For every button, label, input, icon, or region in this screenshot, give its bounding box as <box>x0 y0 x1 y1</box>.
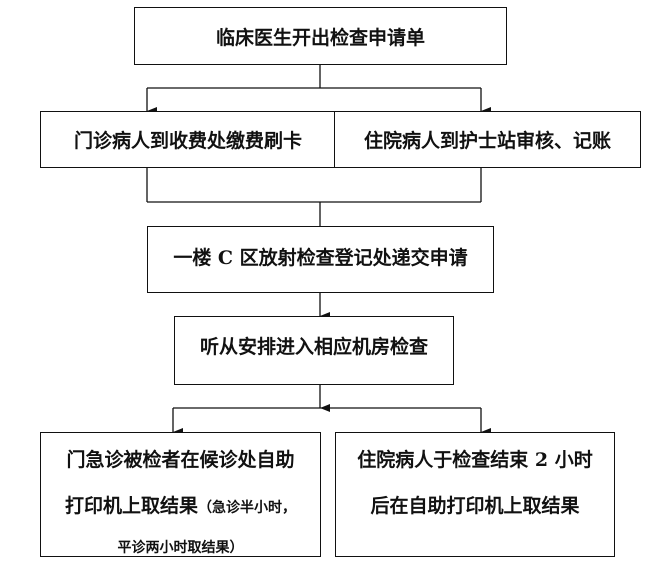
node-inpatient-nurse-label: 住院病人到护士站审核、记账 <box>363 130 611 152</box>
node-start-label: 临床医生开出检查申请单 <box>215 26 425 49</box>
node-inpatient-nurse: 住院病人到护士站审核、记账 <box>334 111 641 168</box>
outpatient-result-note1: （急诊半小时， <box>198 500 296 516</box>
node-submit: 一楼 C 区放射检查登记处递交申请 <box>147 226 494 293</box>
node-outpatient-pay: 门诊病人到收费处缴费刷卡 <box>40 111 336 168</box>
outpatient-result-line2: 打印机上取结果 <box>64 495 198 517</box>
node-inpatient-result: 住院病人于检查结束 2 小时 后在自助打印机上取结果 <box>335 432 615 557</box>
outpatient-result-line1: 门急诊被检者在候诊处自助 <box>66 449 295 471</box>
outpatient-result-note2: 平诊两小时取结果） <box>117 540 244 556</box>
node-submit-label: 一楼 C 区放射检查登记处递交申请 <box>173 247 468 269</box>
node-start: 临床医生开出检查申请单 <box>134 7 507 65</box>
inpatient-result-line2: 后在自助打印机上取结果 <box>370 495 580 517</box>
inpatient-result-line1: 住院病人于检查结束 2 小时 <box>357 449 593 471</box>
node-outpatient-result: 门急诊被检者在候诊处自助 打印机上取结果（急诊半小时， 平诊两小时取结果） <box>40 432 321 557</box>
node-outpatient-pay-label: 门诊病人到收费处缴费刷卡 <box>73 130 302 152</box>
node-exam: 听从安排进入相应机房检查 <box>174 316 454 385</box>
node-exam-label: 听从安排进入相应机房检查 <box>199 336 428 358</box>
